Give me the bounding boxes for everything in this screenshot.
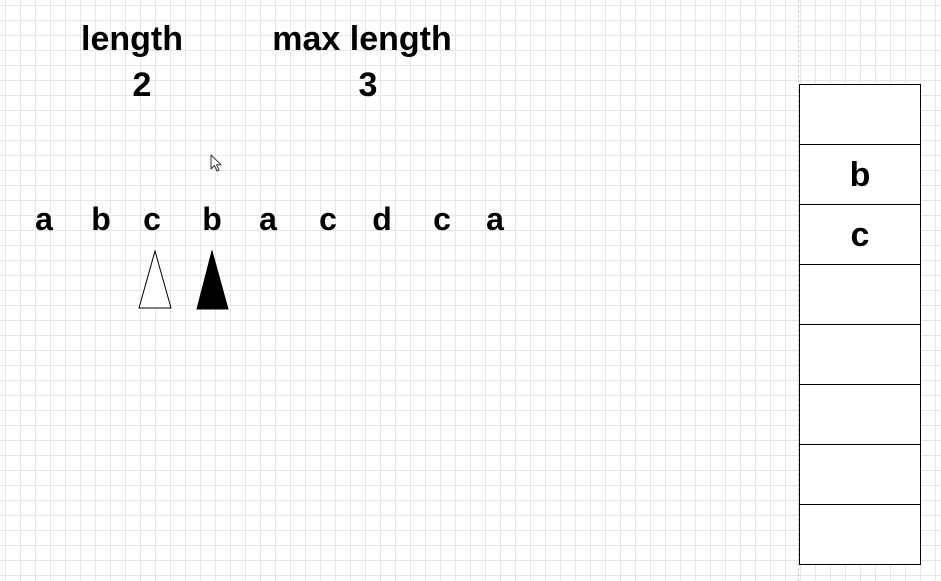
sequence-char-1: b <box>91 201 111 237</box>
stack-cell-1: b <box>800 145 920 205</box>
max-length-value: 3 <box>358 66 378 104</box>
max-length-label: max length <box>272 20 452 58</box>
stack-cell-3 <box>800 265 920 325</box>
sequence-char-5: c <box>319 201 337 237</box>
sequence-char-4: a <box>259 201 277 237</box>
length-label: length <box>81 20 183 58</box>
stack-cell-0 <box>800 85 920 145</box>
sequence-char-6: d <box>372 201 392 237</box>
left-pointer-outline-triangle <box>138 250 172 309</box>
mouse-cursor-icon <box>210 154 224 179</box>
sequence-char-0: a <box>35 201 53 237</box>
sequence-char-2: c <box>143 201 161 237</box>
stack-cell-4 <box>800 325 920 385</box>
stack-cell-7 <box>800 505 920 564</box>
stack-cell-6 <box>800 445 920 505</box>
sequence-char-3: b <box>202 201 222 237</box>
stack-cell-5 <box>800 385 920 445</box>
right-pointer-filled-triangle <box>196 250 229 310</box>
stack-cell-2: c <box>800 205 920 265</box>
sequence-char-7: c <box>433 201 451 237</box>
length-value: 2 <box>132 66 152 104</box>
canvas-divider <box>798 0 799 581</box>
stack-column: b c <box>799 84 921 565</box>
sequence-char-8: a <box>486 201 504 237</box>
